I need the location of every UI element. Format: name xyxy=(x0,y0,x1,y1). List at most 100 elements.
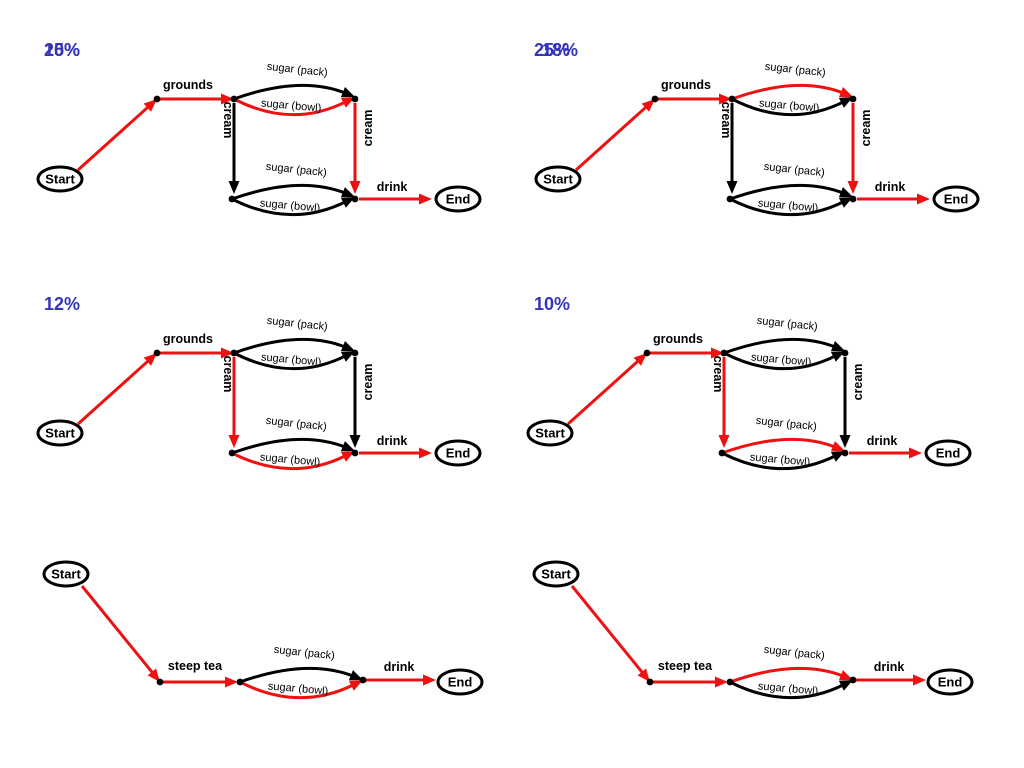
upper-sugar-bowl-edge-arrowhead xyxy=(830,351,845,362)
drink-node xyxy=(351,195,359,203)
lower-sugar-pack-label: sugar (pack) xyxy=(265,161,327,179)
tea-sugar-bowl-edge xyxy=(239,680,355,700)
panel-percent: 10% xyxy=(534,294,570,314)
drink-edge-arrowhead xyxy=(913,674,926,686)
drink-label: drink xyxy=(377,434,408,448)
cream-right-label: cream xyxy=(361,110,375,147)
sugar-choice-node xyxy=(236,678,244,686)
drink-node xyxy=(359,676,367,684)
drink-label: drink xyxy=(875,180,906,194)
end-node xyxy=(434,185,482,213)
drink-label: drink xyxy=(377,180,408,194)
lower-sugar-pack-edge xyxy=(231,183,347,201)
steep-tea-edge-arrowhead xyxy=(225,676,238,688)
start-to-grounds-edge-arrowhead xyxy=(143,353,157,366)
start-node-label: Start xyxy=(45,426,75,441)
tea-sugar-pack-edge xyxy=(729,666,845,684)
start-node-label: Start xyxy=(45,172,75,187)
start-node xyxy=(532,560,580,588)
lower-sugar-node xyxy=(228,195,236,203)
grounds-node xyxy=(153,95,161,103)
lower-sugar-pack-label: sugar (pack) xyxy=(755,415,817,433)
steep-tea-edge-arrowhead xyxy=(715,676,728,688)
lower-sugar-bowl-edge xyxy=(721,451,837,471)
upper-sugar-bowl-label: sugar (bowl) xyxy=(750,351,811,368)
cream-left-label: cream xyxy=(711,356,725,393)
cream-choice-node xyxy=(728,95,736,103)
sugar-choice-node xyxy=(726,678,734,686)
grounds-label: grounds xyxy=(653,332,703,346)
grounds-edge-arrowhead xyxy=(221,347,234,359)
cream-right-edge-arrowhead xyxy=(847,181,859,194)
drink-edge-arrowhead xyxy=(423,674,436,686)
lower-sugar-pack-edge xyxy=(729,183,845,201)
cream-left-edge-arrowhead xyxy=(718,435,730,448)
lower-sugar-pack-label: sugar (pack) xyxy=(265,415,327,433)
upper-sugar-bowl-edge xyxy=(731,97,845,117)
lower-sugar-bowl-edge-arrowhead xyxy=(340,197,355,208)
lower-sugar-pack-edge xyxy=(721,437,837,455)
drink-label: drink xyxy=(867,434,898,448)
end-node-label: End xyxy=(446,192,471,207)
lower-sugar-bowl-label: sugar (bowl) xyxy=(259,451,320,468)
cream-right-label: cream xyxy=(361,364,375,401)
start-to-grounds-edge xyxy=(76,358,151,426)
tea-sugar-pack-edge xyxy=(239,666,355,684)
grounds-edge-arrowhead xyxy=(221,93,234,105)
drink-node xyxy=(849,676,857,684)
start-node xyxy=(36,165,84,193)
end-node-label: End xyxy=(938,675,963,690)
lower-sugar-bowl-label: sugar (bowl) xyxy=(757,197,818,214)
upper-sugar-pack-edge xyxy=(731,83,845,101)
start-to-steep-edge-arrowhead xyxy=(147,668,160,682)
cream-right-edge-arrowhead xyxy=(349,181,361,194)
cream-left-label: cream xyxy=(221,356,235,393)
upper-sugar-pack-label: sugar (pack) xyxy=(266,315,328,333)
upper-sugar-node xyxy=(351,95,359,103)
drink-edge-arrowhead xyxy=(909,447,922,459)
lower-sugar-bowl-edge xyxy=(231,451,347,471)
start-node xyxy=(526,419,574,447)
lower-sugar-bowl-label: sugar (bowl) xyxy=(259,197,320,214)
drink-edge-arrowhead xyxy=(917,193,930,205)
lower-sugar-pack-edge-arrowhead xyxy=(838,187,853,198)
panel-percent: 18% xyxy=(542,40,578,60)
upper-sugar-bowl-label: sugar (bowl) xyxy=(260,97,321,114)
cream-left-edge-arrowhead xyxy=(228,435,240,448)
upper-sugar-pack-label: sugar (pack) xyxy=(764,61,826,79)
lower-sugar-pack-label: sugar (pack) xyxy=(763,161,825,179)
start-to-steep-edge-arrowhead xyxy=(637,668,650,682)
upper-sugar-pack-edge xyxy=(233,337,347,355)
start-node xyxy=(36,419,84,447)
cream-choice-node xyxy=(230,95,238,103)
start-to-grounds-edge-arrowhead xyxy=(143,99,157,112)
end-node xyxy=(924,439,972,467)
start-to-grounds-edge-arrowhead xyxy=(641,99,655,112)
lower-sugar-bowl-edge xyxy=(231,197,347,217)
start-node-label: Start xyxy=(543,172,573,187)
tea-sugar-bowl-label: sugar (bowl) xyxy=(267,680,328,697)
upper-sugar-bowl-edge-arrowhead xyxy=(340,97,355,108)
end-node-label: End xyxy=(936,446,961,461)
lower-sugar-node xyxy=(718,449,726,457)
grounds-edge-arrowhead xyxy=(711,347,724,359)
cream-right-edge-arrowhead xyxy=(839,435,851,448)
tea-sugar-pack-edge-arrowhead xyxy=(348,670,363,681)
end-node xyxy=(932,185,980,213)
lower-sugar-bowl-edge-arrowhead xyxy=(340,451,355,462)
upper-sugar-pack-edge-arrowhead xyxy=(340,341,355,352)
upper-sugar-pack-label: sugar (pack) xyxy=(756,315,818,333)
end-node-label: End xyxy=(944,192,969,207)
end-node xyxy=(436,668,484,696)
upper-sugar-pack-edge xyxy=(233,83,347,101)
cream-choice-node xyxy=(720,349,728,357)
lower-sugar-pack-edge-arrowhead xyxy=(340,187,355,198)
start-to-grounds-edge xyxy=(76,104,151,172)
start-node xyxy=(42,560,90,588)
lower-sugar-bowl-edge-arrowhead xyxy=(830,451,845,462)
start-node-label: Start xyxy=(51,567,81,582)
panel-percent: 12% xyxy=(44,294,80,314)
